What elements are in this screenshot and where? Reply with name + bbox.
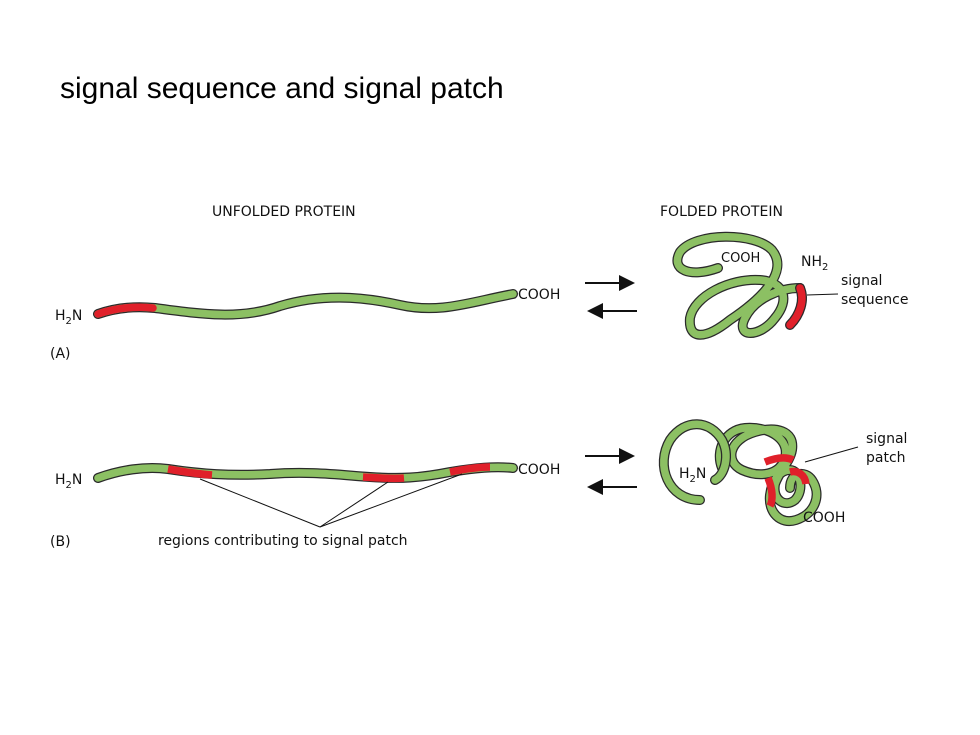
unfolded-protein-header: UNFOLDED PROTEIN bbox=[212, 204, 356, 220]
panel-b-callout-line bbox=[804, 446, 859, 463]
panel-b-signal-region-2 bbox=[362, 473, 405, 483]
panel-b-n-terminus: H2N bbox=[55, 472, 82, 491]
panel-a-n-terminus: H2N bbox=[55, 308, 82, 327]
panel-b-folded-signal-patch-1 bbox=[763, 454, 795, 466]
panel-b: H2N COOH (B) regions contributing to sig… bbox=[50, 419, 912, 550]
panel-b-unfolded-chain bbox=[93, 462, 518, 483]
panel-b-leader-lines bbox=[199, 473, 463, 528]
panel-b-folded-c-terminus: COOH bbox=[803, 510, 845, 526]
panel-a-callout-line bbox=[806, 293, 839, 296]
panel-b-signal-region-1 bbox=[167, 465, 213, 479]
panel-b-regions-caption: regions contributing to signal patch bbox=[158, 533, 408, 549]
panel-b-folded-n-terminus: H2N bbox=[679, 466, 706, 485]
panel-b-callout-label: signal patch bbox=[866, 431, 912, 466]
panel-a-signal-sequence-segment bbox=[94, 303, 157, 318]
panel-b-id: (B) bbox=[50, 534, 71, 550]
panel-b-signal-region-3 bbox=[449, 463, 491, 476]
panel-b-folded-signal-patch-2 bbox=[764, 476, 776, 508]
panel-a-id: (A) bbox=[50, 346, 71, 362]
folded-protein-header: FOLDED PROTEIN bbox=[660, 204, 783, 220]
panel-a-folded-protein bbox=[672, 231, 807, 340]
panel-b-folded-signal-patch-3 bbox=[789, 467, 810, 485]
equilibrium-arrows-icon bbox=[585, 275, 637, 319]
panel-a-c-terminus: COOH bbox=[518, 287, 560, 303]
panel-a: H2N COOH (A) COOH NH2 signal sequence bbox=[50, 231, 908, 362]
panel-b-equilibrium-arrows-icon bbox=[585, 448, 637, 495]
panel-a-folded-c-terminus: COOH bbox=[721, 251, 760, 266]
panel-a-callout-label: signal sequence bbox=[841, 273, 908, 308]
slide-title: signal sequence and signal patch bbox=[60, 72, 504, 105]
panel-a-folded-n-terminus: NH2 bbox=[801, 254, 828, 273]
panel-b-c-terminus: COOH bbox=[518, 462, 560, 478]
panel-a-folded-signal-sequence bbox=[786, 284, 806, 329]
panel-b-folded-protein bbox=[658, 419, 822, 527]
panel-a-unfolded-chain bbox=[93, 289, 518, 320]
